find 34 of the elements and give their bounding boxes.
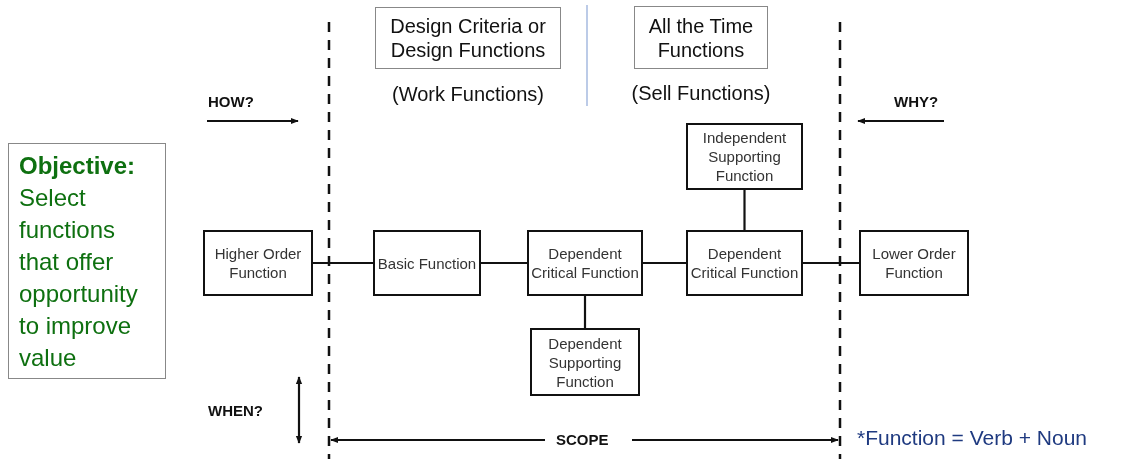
node-label: All the Time Functions xyxy=(647,13,755,62)
node-label: Dependent Critical Function xyxy=(689,244,800,282)
connector-line xyxy=(313,261,373,265)
node-label: Independent Supporting Function xyxy=(701,128,788,185)
function-box xyxy=(686,123,803,190)
function-box xyxy=(203,230,313,296)
node-caption: (Sell Functions) xyxy=(630,82,772,105)
category-box xyxy=(375,7,561,69)
heading: Objective: xyxy=(19,151,136,181)
function-box xyxy=(530,328,640,396)
direction-label: WHY? xyxy=(894,93,939,110)
node-label: Basic Function xyxy=(377,253,477,273)
node-label: Higher Order Function xyxy=(213,244,303,282)
node-caption: (Work Functions) xyxy=(391,83,545,106)
body-text: Select functions that offer opportunity to improve value xyxy=(19,183,139,373)
function-box xyxy=(859,230,969,296)
function-box xyxy=(686,230,803,296)
node-label: Lower Order Function xyxy=(871,244,957,282)
direction-label: WHEN? xyxy=(208,402,263,419)
node-label: Dependent Critical Function xyxy=(530,244,640,282)
function-box xyxy=(373,230,481,296)
direction-label: HOW? xyxy=(208,93,254,110)
connector-line xyxy=(583,296,587,328)
connector-line xyxy=(743,190,746,230)
connector-line xyxy=(643,261,686,265)
node-label: Design Criteria or Design Functions xyxy=(389,14,547,62)
category-box xyxy=(634,6,768,69)
connector-line xyxy=(481,261,527,265)
node-label: Dependent Supporting Function xyxy=(547,333,623,391)
connector-line xyxy=(803,261,859,265)
scope-label: SCOPE xyxy=(556,431,609,448)
function-box xyxy=(527,230,643,296)
footnote: *Function = Verb + Noun xyxy=(857,426,1087,450)
objective-box xyxy=(8,143,166,379)
